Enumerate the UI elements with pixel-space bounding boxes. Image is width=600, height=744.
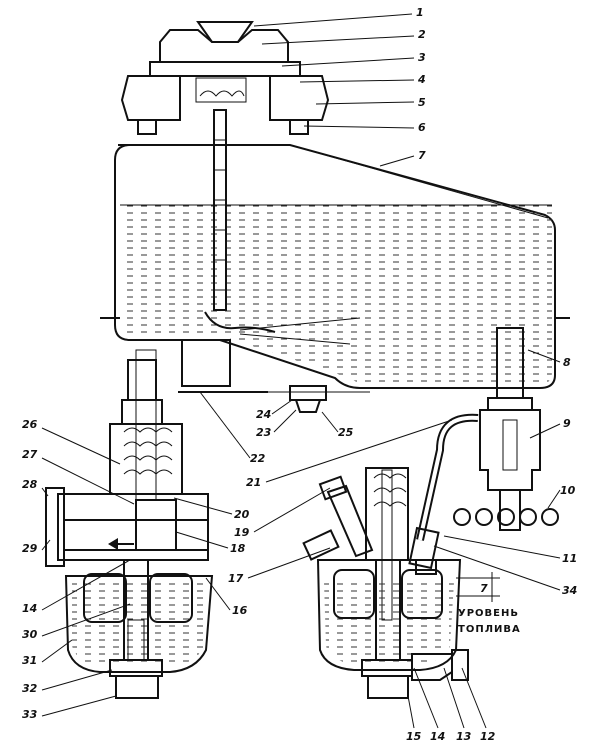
callout-10: 10 <box>560 484 576 497</box>
fuel-tank <box>100 144 570 389</box>
callout-14-left: 14 <box>22 602 37 615</box>
callout-22: 22 <box>250 452 266 465</box>
fuel-hose <box>408 413 479 570</box>
callout-30: 30 <box>22 628 38 641</box>
callout-34: 34 <box>562 584 577 597</box>
callout-29: 29 <box>22 542 38 555</box>
callout-28: 28 <box>22 478 38 491</box>
callout-7: 7 <box>418 149 426 162</box>
callout-13: 13 <box>456 730 472 743</box>
callout-9: 9 <box>563 417 571 430</box>
callout-16: 16 <box>232 604 248 617</box>
callout-14-right: 14 <box>430 730 445 743</box>
callout-17: 17 <box>228 572 244 585</box>
callout-11: 11 <box>562 552 577 565</box>
filler-cap <box>120 21 330 135</box>
callout-33: 33 <box>22 708 38 721</box>
fuel-level-label-2: ТОПЛИВА <box>458 624 521 635</box>
callout-23: 23 <box>256 426 272 439</box>
callout-labels: 1 2 3 4 5 6 7 8 9 10 11 34 12 13 14 15 1… <box>22 6 577 743</box>
callout-19: 19 <box>234 526 250 539</box>
fuel-level-label-1: УРОВЕНЬ <box>458 608 519 619</box>
callout-8: 8 <box>563 356 571 369</box>
fuel-gauge-rod <box>204 109 361 345</box>
callout-15: 15 <box>406 730 422 743</box>
callout-24: 24 <box>256 408 271 421</box>
callout-21: 21 <box>246 476 261 489</box>
callout-12: 12 <box>480 730 496 743</box>
fuel-level-mark: 7 УРОВЕНЬ ТОПЛИВА <box>456 572 521 635</box>
callout-3: 3 <box>418 51 426 64</box>
callout-27: 27 <box>22 448 38 461</box>
sediment-filter <box>453 508 559 526</box>
leader-lines <box>41 13 561 729</box>
callout-1: 1 <box>416 6 424 19</box>
tank-outlet <box>178 339 370 413</box>
right-carburetor <box>302 467 469 699</box>
callout-31: 31 <box>22 654 37 667</box>
callout-18: 18 <box>230 542 246 555</box>
callout-5: 5 <box>418 96 426 109</box>
callout-2: 2 <box>418 28 426 41</box>
callout-26: 26 <box>22 418 38 431</box>
fuel-tap <box>453 327 559 531</box>
left-carburetor <box>45 349 214 699</box>
callout-4: 4 <box>417 73 426 86</box>
callout-25: 25 <box>338 426 354 439</box>
fuel-level-dim: 7 <box>480 582 488 595</box>
callout-32: 32 <box>22 682 38 695</box>
callout-20: 20 <box>234 508 250 521</box>
callout-6: 6 <box>418 121 426 134</box>
